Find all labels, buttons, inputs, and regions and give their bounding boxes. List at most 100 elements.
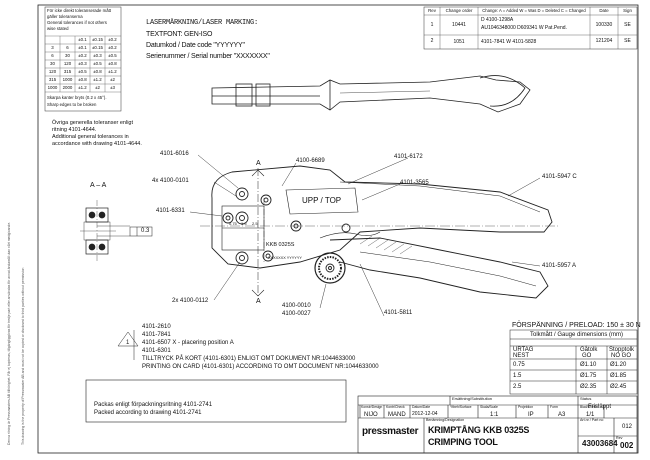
preload-header-nest-1: URTAG <box>513 347 534 353</box>
preload-cell: Ø1.10 <box>580 362 597 368</box>
tolerance-cell: ±2 <box>95 85 100 90</box>
tool-name-english: CRIMPING TOOL <box>428 437 498 447</box>
tolerance-intro-4: wise stated <box>47 26 69 31</box>
leader-lines <box>189 154 541 317</box>
tolerance-cell: ±0.2 <box>108 37 117 42</box>
tolerance-intro-3: General tolerances if not others <box>47 20 107 25</box>
note-line-6: PRINTING ON CARD (4101-6301) ACCORDING T… <box>142 364 379 370</box>
tolerance-cell: ±0.2 <box>78 53 87 58</box>
rev-row1-date: 100330 <box>595 22 613 28</box>
tolerance-cell: ±0.5 <box>78 69 87 74</box>
laser-serial: Serienummer / Serial number "XXXXXXX" <box>146 53 270 60</box>
rev-header-rev: Rev <box>428 8 436 13</box>
other-tolerance-3: Additional general tolerances in <box>52 134 129 140</box>
tolerance-cell: 1000 <box>47 85 58 90</box>
note-line-2: 4101-7841 <box>142 332 171 338</box>
note-line-5: TILLTRYCK PÅ KORT (4101-6301) ENLIGT OMT… <box>142 356 356 362</box>
tool-name-swedish: KRIMPTÅNG KKB 0325S <box>428 425 530 435</box>
tolerance-cell: ±2 <box>110 77 115 82</box>
brand-logo: pressmaster <box>362 426 419 437</box>
tolerance-cell: ±0.3 <box>78 61 87 66</box>
top-view <box>211 75 531 113</box>
other-tolerance-2: ritning 4101-4644. <box>52 127 97 133</box>
tolerance-cell: ±0.2 <box>108 45 117 50</box>
callout-4101-5947: 4101-5947 C <box>542 174 577 180</box>
section-dimension: 0.3 <box>141 228 150 234</box>
rev-row2-change-1: 4101-7841 W 4101-5828 <box>481 39 537 45</box>
rev-row1-change-2: AU1046348000 D609341 W Pat.Pend. <box>481 25 567 31</box>
preload-header-go-2: GO <box>582 353 592 359</box>
svg-text:1: 1 <box>126 340 130 346</box>
preload-cell: Ø2.35 <box>580 384 597 390</box>
rev-row1-sign: SE <box>624 22 631 28</box>
tolerance-cell: 315 <box>63 69 72 74</box>
tolerance-cell: ±1.2 <box>78 85 87 90</box>
rev-row2-order: 1051 <box>453 39 465 45</box>
drawn-label: Konstr/Design <box>361 405 383 409</box>
preload-header-nest-2: NEST <box>513 353 530 359</box>
section-label: A – A <box>90 182 107 189</box>
format-label: Form <box>550 405 558 409</box>
preload-cell: Ø1.75 <box>580 373 597 379</box>
date-label: Datum/Date <box>412 405 431 409</box>
part-number: 43003684 <box>582 439 618 448</box>
tolerance-cell: 30 <box>65 53 70 58</box>
preload-header-nogo-2: NO GO <box>611 353 632 359</box>
callout-4100-0027: 4100-0027 <box>282 311 311 317</box>
callout-4101-3565: 4101-3565 <box>400 180 429 186</box>
tolerance-note-1: Skarpa kanter bryts (0.2 x 45°). <box>47 95 107 100</box>
tolerance-cell: 120 <box>63 61 72 66</box>
callout-4100-0010: 4100-0010 <box>282 303 311 309</box>
tolerance-intro-2: gäller toleranserna <box>47 14 83 19</box>
rev-row1-change-1: D 4100-1298A <box>481 17 514 23</box>
laser-date-code: Datumkod / Date code "YYYYYY" <box>146 42 245 49</box>
rev-number: 002 <box>620 441 634 450</box>
projection-label: Projektion <box>518 405 534 409</box>
checked-value: MAND <box>388 412 406 418</box>
tolerance-cell: 315 <box>48 77 57 82</box>
tolerance-cell: ±0.3 <box>93 53 102 58</box>
other-tolerance-1: Övriga generella toleranser enligt <box>52 120 134 126</box>
preload-cell: 0.75 <box>513 362 525 368</box>
substitution-label: Ersättning/Substitution <box>452 396 493 401</box>
part-label: Art.nr / Part no <box>580 418 604 422</box>
callout-4101-5811: 4101-5811 <box>384 310 413 316</box>
side-copyright-note-right: This drawing is the property of Pressmas… <box>21 267 25 445</box>
callout-4100-0101: 4x 4100-0101 <box>152 178 189 184</box>
tolerance-cell: 6 <box>51 53 54 58</box>
sheet-label: Blad/Sheet <box>580 405 597 409</box>
tolerance-cell: ±0.8 <box>93 69 102 74</box>
rev-header-sign: Sign <box>623 8 632 13</box>
tolerance-cell: ±0.5 <box>108 53 117 58</box>
tolerance-cell: 30 <box>50 61 55 66</box>
callout-4100-6689: 4100-6689 <box>296 158 325 164</box>
tolerance-cell: 120 <box>48 69 57 74</box>
die-size-2: 1.5 <box>241 221 247 226</box>
sheet-value: 1/1 <box>586 412 595 418</box>
tolerance-cell: ±0.1 <box>78 45 87 50</box>
format-value: A3 <box>558 412 566 418</box>
other-tolerance-4: accordance with drawing 4101-4644. <box>52 141 142 147</box>
tolerance-cell: ±0.5 <box>93 61 102 66</box>
pack-line-1: Packas enligt förpackningsritning 4101-2… <box>94 402 213 408</box>
rev-label: Rev <box>616 436 623 440</box>
tolerance-intro-1: För icke direkt toleranserade mått <box>47 8 112 13</box>
tolerance-cell: 3 <box>51 45 54 50</box>
callout-4101-6331: 4101-6331 <box>156 208 185 214</box>
rev-row2-sign: SE <box>624 38 631 44</box>
drawn-value: NIJO <box>364 412 378 418</box>
laser-title: LASERMÄRKNING/LASER MARKING: <box>146 19 259 27</box>
upp-top-label: UPP / TOP <box>302 196 342 205</box>
scale-value: 1:1 <box>490 412 499 418</box>
tolerance-cell: ±3 <box>110 85 115 90</box>
gauge-title: Tolkmått / Gauge dimensions (mm) <box>530 332 624 338</box>
preload-table-lines <box>509 329 638 395</box>
side-copyright-note-left: Denna ritning är Pressmasters AB tillhör… <box>7 221 11 445</box>
rev-header-change: Change: A = Added W = Was D = Deleted C … <box>482 8 586 13</box>
tolerance-cell: ±0.1 <box>78 37 87 42</box>
die-size-3: 2.5 <box>252 221 258 226</box>
preload-cell: Ø1.85 <box>610 373 627 379</box>
item-number: 012 <box>622 424 633 430</box>
